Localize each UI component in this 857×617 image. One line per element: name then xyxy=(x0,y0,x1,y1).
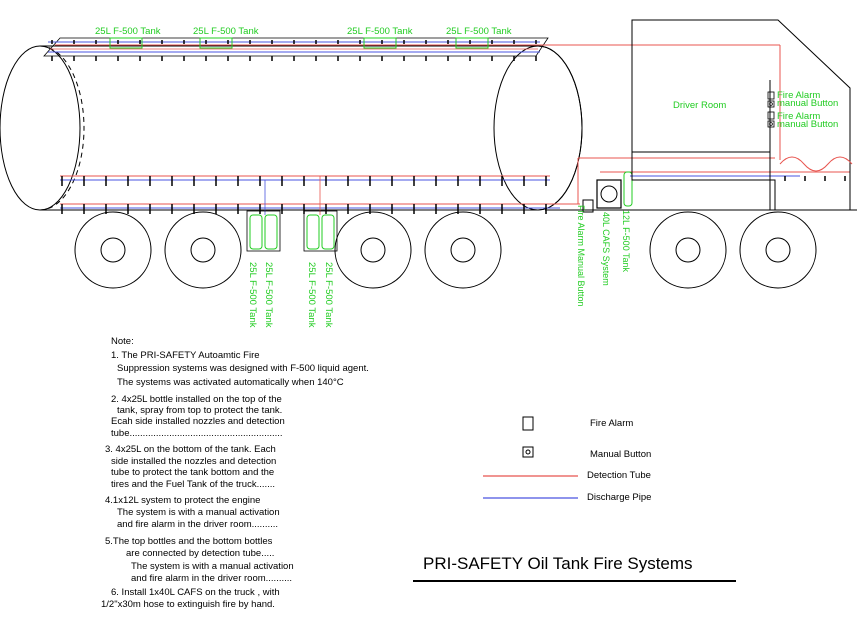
top-tank-3 xyxy=(363,37,397,49)
bottom-tank-3 xyxy=(306,214,320,250)
manual-button-icon-2 xyxy=(767,120,775,128)
wheel-6 xyxy=(739,211,817,289)
top-tank-label-1: 25L F-500 Tank xyxy=(95,26,161,37)
oil-tank-body xyxy=(0,45,583,211)
cab-alarm-icons xyxy=(767,91,775,128)
legend-manual-button-icon xyxy=(522,446,534,458)
cab-labels: Driver Room Fire Alarm manual Button Fir… xyxy=(673,90,838,130)
cafs-label: 40L CAFS System xyxy=(601,212,611,286)
driver-room-label: Driver Room xyxy=(673,100,726,111)
cafs-system xyxy=(596,179,622,209)
diagram-title: PRI-SAFETY Oil Tank Fire Systems xyxy=(423,554,693,573)
fire-alarm-icon xyxy=(767,91,775,100)
fire-alarm-label-a: Fire Alarm xyxy=(777,90,820,101)
note-line: 3. 4x25L on the bottom of the tank. Each xyxy=(105,444,276,455)
manual-button-label-b: manual Button xyxy=(777,119,838,130)
manual-button-label-a: manual Button xyxy=(777,98,838,109)
bottom-pipework xyxy=(60,157,850,215)
note-line: 1. The PRI-SAFETY Autoamtic Fire xyxy=(111,350,260,361)
top-tank-4 xyxy=(455,37,489,49)
note-header: Note: xyxy=(111,336,134,347)
note-line: tank, spray from top to protect the tank… xyxy=(117,405,283,416)
top-tank-label-2: 25L F-500 Tank xyxy=(193,26,259,37)
manual-button-icon xyxy=(767,100,775,108)
note-line: and fire alarm in the driver room.......… xyxy=(131,573,293,584)
bottom-tank-label-3: 25L F-500 Tank xyxy=(306,262,317,328)
wheel-3 xyxy=(334,211,412,289)
bottom-tank-label-4: 25L F-500 Tank xyxy=(323,262,334,328)
engine-detection-tube xyxy=(779,156,853,172)
cab-side-labels: Fire Alarm Manual Button 40L CAFS System… xyxy=(576,205,631,307)
top-pipework xyxy=(48,41,781,160)
bottom-tank-frame-2 xyxy=(303,210,338,252)
fire-alarm-label-b: Fire Alarm xyxy=(777,111,820,122)
top-nozzles xyxy=(51,40,537,61)
wheel-5 xyxy=(649,211,727,289)
note-line: 4.1x12L system to protect the engine xyxy=(105,495,261,506)
note-line: 5.The top bottles and the bottom bottles xyxy=(105,536,273,547)
top-tank-label-3: 25L F-500 Tank xyxy=(347,26,413,37)
legend-fire-alarm-label: Fire Alarm xyxy=(590,418,634,429)
top-tank-labels: 25L F-500 Tank 25L F-500 Tank 25L F-500 … xyxy=(95,26,512,37)
engine-tank-label: 12L F-500 Tank xyxy=(621,210,631,273)
note-line: and fire alarm in the driver room.......… xyxy=(117,519,279,530)
bottom-tanks xyxy=(249,214,335,250)
legend-manual-button-label: Manual Button xyxy=(590,449,652,460)
wheel-4 xyxy=(424,211,502,289)
bottom-tank-4 xyxy=(321,214,335,250)
bottom-tank-frame-1 xyxy=(246,210,281,252)
note-line: 2. 4x25L bottle installed on the top of … xyxy=(111,394,282,405)
top-tank-label-4: 25L F-500 Tank xyxy=(446,26,512,37)
note-line: 6. Install 1x40L CAFS on the truck , wit… xyxy=(111,587,280,598)
note-line: side installed the nozzles and detection xyxy=(111,456,277,467)
fire-alarm-manual-label: Fire Alarm Manual Button xyxy=(576,205,586,307)
title-underline xyxy=(413,580,736,582)
top-tank-2 xyxy=(199,37,233,49)
wheel-2 xyxy=(164,211,242,289)
legend-fire-alarm-icon xyxy=(522,416,534,431)
note-line: tires and the Fuel Tank of the truck....… xyxy=(111,479,276,490)
note-line: The systems was activated automatically … xyxy=(117,377,344,388)
bottom-tank-label-2: 25L F-500 Tank xyxy=(263,262,274,328)
note-line: Suppression systems was designed with F-… xyxy=(117,363,369,374)
top-tank-1 xyxy=(109,37,143,49)
bottom-tank-1 xyxy=(249,214,263,250)
note-line: The system is with a manual activation xyxy=(117,507,280,518)
bottom-nozzles xyxy=(61,176,547,214)
note-line: are connected by detection tube..... xyxy=(126,548,275,559)
legend-symbols xyxy=(483,416,578,499)
wheels xyxy=(74,211,817,289)
engine-nozzles xyxy=(784,176,846,181)
note-line: The system is with a manual activation xyxy=(131,561,294,572)
top-rail xyxy=(43,37,549,57)
fire-alarm-icon-2 xyxy=(767,111,775,120)
wheel-1 xyxy=(74,211,152,289)
legend-discharge-pipe-label: Discharge Pipe xyxy=(587,492,652,503)
note-line: tube....................................… xyxy=(111,428,283,439)
truck-cab xyxy=(631,19,851,211)
note-line: Ecah side installed nozzles and detectio… xyxy=(111,416,285,427)
engine-tank xyxy=(623,171,633,207)
bottom-tank-2 xyxy=(264,214,278,250)
note-line: 1/2"x30m hose to extinguish fire by hand… xyxy=(101,599,275,610)
bottom-tank-label-1: 25L F-500 Tank xyxy=(247,262,258,328)
bottom-tank-labels: 25L F-500 Tank 25L F-500 Tank 25L F-500 … xyxy=(247,262,334,328)
legend-detection-tube-label: Detection Tube xyxy=(587,470,651,481)
fire-alarm-manual-box xyxy=(582,199,594,213)
top-tanks xyxy=(109,37,489,49)
note-line: tube to protect the tank bottom and the xyxy=(111,467,275,478)
